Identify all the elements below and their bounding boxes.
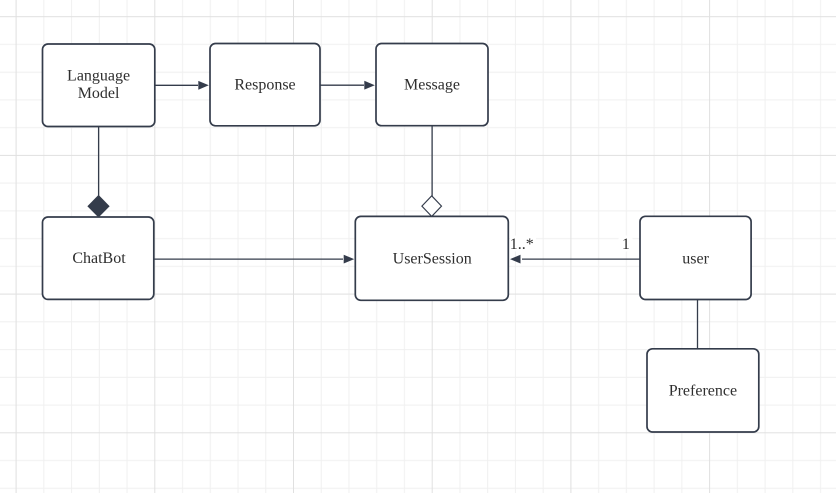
svg-text:Language: Language xyxy=(67,68,130,85)
svg-text:user: user xyxy=(682,250,709,267)
svg-text:1..*: 1..* xyxy=(510,236,534,253)
svg-text:Response: Response xyxy=(234,77,295,94)
svg-text:ChatBot: ChatBot xyxy=(72,250,126,267)
svg-text:Model: Model xyxy=(78,85,120,102)
svg-text:Preference: Preference xyxy=(669,382,737,399)
svg-text:Message: Message xyxy=(404,77,460,94)
svg-text:1: 1 xyxy=(622,236,630,253)
svg-text:UserSession: UserSession xyxy=(393,250,472,267)
